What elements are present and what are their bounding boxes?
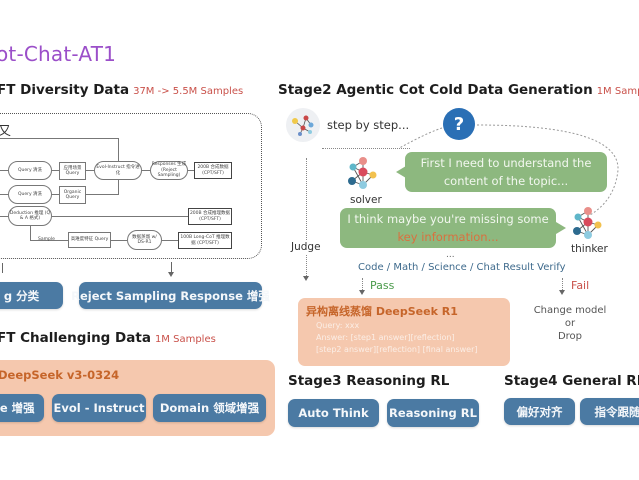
- evol-instruct-button[interactable]: Evol - Instruct: [52, 394, 146, 422]
- flow-node-out-longcot: 100B Long-CoT 推理数据 (CPT/SFT): [178, 232, 232, 249]
- stage2-subtitle: 1M Samples: [596, 86, 639, 97]
- stage1a-title-text: FT Diversity Data: [0, 82, 130, 98]
- distill-panel: 异构离线蒸馏 DeepSeek R1 Query: xxx Answer: [s…: [298, 298, 510, 366]
- thinker-network-icon: [570, 205, 606, 243]
- arrow-down-icon: [559, 290, 565, 295]
- distill-line: Answer: [step1 answer][reflection]: [316, 333, 455, 342]
- bubble2-text: I think maybe you're missing some: [347, 212, 549, 226]
- flow-edge: [0, 138, 118, 139]
- distill-line: Query: xxx: [316, 321, 360, 330]
- pass-label: Pass: [370, 279, 395, 292]
- distill-line: [step2 answer][reflection] [final answer…: [316, 345, 478, 354]
- flow-edge: [86, 170, 94, 171]
- fail-arrow-line: [562, 278, 563, 290]
- flow-edge: [0, 216, 8, 217]
- stage2-title-text: Stage2 Agentic Cot Cold Data Generation: [278, 82, 593, 98]
- arrow-down-icon: [303, 276, 309, 281]
- flow-node-out-sft-1: 200B 合成数据 (CPT/SFT): [194, 162, 232, 179]
- flow-node-hard-query: 高难度特征 Query: [68, 232, 111, 248]
- flow-edge: [142, 170, 150, 171]
- flow-node-evol-instruct: Evol-Instruct 指令进化: [94, 161, 142, 180]
- flowchart: Query 清洗 应用场景 Query Evol-Instruct 指令进化 R…: [0, 110, 270, 270]
- flow-label-sample: Sample: [38, 237, 55, 242]
- pass-arrow-line: [362, 278, 363, 290]
- arrow-down-icon: [359, 290, 365, 295]
- judge-label: Judge: [291, 240, 321, 254]
- stage3-title: Stage3 Reasoning RL: [288, 373, 450, 389]
- stage1b-title-text: FT Challenging Data: [0, 330, 151, 346]
- flow-arrow: [2, 263, 3, 273]
- flow-edge: [118, 138, 119, 162]
- flow-node-deduction: Deduction 推理 (Q & A 格式): [8, 206, 52, 226]
- thinker-speech-bubble: I think maybe you're missing some key in…: [340, 208, 556, 248]
- preference-alignment-button[interactable]: 偏好对齐: [504, 398, 575, 425]
- fail-action: Change model or Drop: [525, 304, 615, 343]
- auto-think-button[interactable]: Auto Think: [288, 399, 379, 427]
- flow-node-response-gen: Responses 生成 (Reject Sampling): [150, 161, 188, 180]
- flow-dotted-edge: [322, 148, 410, 149]
- stage1b-subtitle: 1M Samples: [154, 334, 216, 345]
- flow-edge: [118, 180, 119, 195]
- dialog-loop-path: [400, 124, 619, 216]
- flow-node-data-gen: 数据蒸馏 w/ DS-R1: [127, 230, 162, 250]
- stage4-title: Stage4 General RL: [504, 373, 639, 389]
- bubble-tail: [396, 166, 406, 178]
- ellipsis: ...: [446, 250, 455, 260]
- bubble2-highlight: key information...: [397, 230, 499, 244]
- stage1a-subtitle: 37M -> 5.5M Samples: [133, 86, 244, 97]
- reasoning-rl-button[interactable]: Reasoning RL: [387, 399, 479, 427]
- flow-edge: [52, 194, 59, 195]
- reject-sampling-button[interactable]: Reject Sampling Response 增强: [71, 282, 270, 309]
- solver-label: solver: [350, 194, 382, 206]
- flow-edge: [162, 240, 178, 241]
- flow-node-organic-query: Organic Query: [59, 186, 86, 204]
- flow-edge: [111, 240, 127, 241]
- judge-line: [306, 158, 307, 278]
- question-icon: ?: [443, 108, 475, 140]
- flow-edge: [30, 240, 68, 241]
- fail-action-line: Change model: [533, 305, 607, 316]
- flow-arrow: [171, 262, 172, 272]
- solver-network-icon: [345, 155, 381, 193]
- step-by-step-label: step by step...: [327, 118, 410, 132]
- flow-edge: [30, 226, 31, 240]
- fail-action-line: Drop: [557, 331, 583, 342]
- distill-title: 异构离线蒸馏 DeepSeek R1: [306, 305, 458, 318]
- flow-node-query-clean-1: Query 清洗: [8, 161, 52, 180]
- flow-edge: [52, 216, 188, 217]
- instruction-following-button[interactable]: 指令跟随: [580, 398, 639, 425]
- enhance-button[interactable]: te 增强: [0, 394, 44, 422]
- flow-node-out-sft-2: 200B 合成推理数据 (CPT/SFT): [188, 208, 232, 225]
- flow-node-app-query: 应用场景 Query: [59, 162, 86, 180]
- arrow-down-icon: [168, 272, 174, 277]
- flow-node-query-clean-2: Query 清洗: [8, 185, 52, 204]
- classification-button[interactable]: g 分类: [0, 282, 63, 309]
- flowchart-frame: [0, 113, 262, 259]
- verify-label: Code / Math / Science / Chat Result Veri…: [358, 262, 566, 273]
- domain-enhance-button[interactable]: Domain 领域增强: [153, 394, 266, 422]
- solver-speech-bubble: First I need to understand the content o…: [405, 152, 607, 192]
- fail-label: Fail: [571, 279, 590, 292]
- step-network-icon: [286, 108, 320, 142]
- flow-edge: [0, 170, 8, 171]
- thinker-label: thinker: [571, 243, 608, 255]
- flow-edge: [52, 170, 59, 171]
- fail-action-line: or: [564, 318, 576, 329]
- flow-edge: [86, 194, 118, 195]
- page-title: ot-Chat-AT1: [0, 42, 117, 66]
- flow-edge: [188, 170, 194, 171]
- challenging-panel-title: DeepSeek v3-0324: [0, 368, 120, 382]
- flow-edge: [0, 194, 8, 195]
- flowchart-corner-char: 又: [0, 124, 12, 139]
- bubble-tail: [556, 222, 566, 234]
